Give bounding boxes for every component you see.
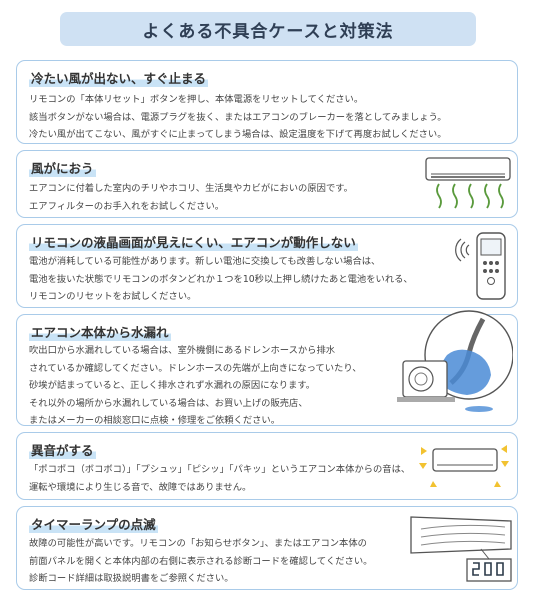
card-text-line: 運転や環境により生じる音で、故障ではありません。 xyxy=(29,481,252,493)
card-text-line: リモコンの「本体リセット」ボタンを押し、本体電源をリセットしてください。 xyxy=(29,94,364,105)
card-text-line: 故障の可能性が高いです。リモコンの「お知らせボタン」、またはエアコン本体の xyxy=(29,538,367,549)
card-noise: 異音がする 「ポコポコ（ボコボコ）」「プシュッ」「ピシッ」「パキッ」というエアコ… xyxy=(16,432,518,500)
card-body: エアコンに付着した室内のチリやホコリ、生活臭やカビがにおいの原因です。 エアフィ… xyxy=(29,180,353,215)
air-conditioner-smell-icon xyxy=(425,157,511,209)
card-text-line: 砂埃が詰まっていると、正しく排水されず水漏れの原因になります。 xyxy=(29,380,316,391)
card-heading: 風がにおう xyxy=(29,158,96,177)
card-text-line: 前面パネルを開くと本体内部の右側に表示される診断コードを確認してください。 xyxy=(29,555,373,567)
card-text-line: 電池が消耗している可能性があります。新しい電池に交換しても改善しない場合は、 xyxy=(29,256,381,267)
card-text-line: エアフィルターのお手入れをお試しください。 xyxy=(29,200,225,212)
card-heading: 異音がする xyxy=(29,440,96,459)
card-water-leak: エアコン本体から水漏れ 吹出口から水漏れしている場合は、室外機側にあるドレンホー… xyxy=(16,310,518,426)
card-heading: リモコンの液晶画面が見えにくい、エアコンが動作しない xyxy=(29,232,358,251)
card-heading: エアコン本体から水漏れ xyxy=(29,322,171,341)
diagnostic-code-icon xyxy=(410,516,512,582)
card-text-line: 「ポコポコ（ボコボコ）」「プシュッ」「ピシッ」「パキッ」というエアコン本体からの… xyxy=(29,464,411,475)
card-text-line: リモコンのリセットをお試しください。 xyxy=(29,291,197,302)
card-text-line: 吹出口から水漏れしている場合は、室外機側にあるドレンホースから排水 xyxy=(29,345,336,356)
card-body: 電池が消耗している可能性があります。新しい電池に交換しても改善しない場合は、 電… xyxy=(29,253,413,306)
air-conditioner-noise-icon xyxy=(419,445,509,487)
card-text-line: 該当ボタンがない場合は、電源プラグを抜く、またはエアコンのブレーカーを落としてみ… xyxy=(29,111,447,123)
water-leak-icon xyxy=(397,310,513,412)
card-text-line: それ以外の場所から水漏れしている場合は、お買い上げの販売店、 xyxy=(29,397,308,409)
card-text-line: 冷たい風が出てこない、風がすぐに止まってしまう場合は、設定温度を下げて再度お試し… xyxy=(29,129,447,140)
card-heading: 冷たい風が出ない、すぐ止まる xyxy=(29,68,209,87)
card-smell: 風がにおう エアコンに付着した室内のチリやホコリ、生活臭やカビがにおいの原因です… xyxy=(16,150,518,218)
page-title: よくある不具合ケースと対策法 xyxy=(60,12,476,46)
card-body: 吹出口から水漏れしている場合は、室外機側にあるドレンホースから排水 されているか… xyxy=(29,342,362,430)
card-body: 「ポコポコ（ボコボコ）」「プシュッ」「ピシッ」「パキッ」というエアコン本体からの… xyxy=(29,461,410,496)
card-cold-air: 冷たい風が出ない、すぐ止まる リモコンの「本体リセット」ボタンを押し、本体電源を… xyxy=(16,60,518,144)
card-text-line: 診断コード詳細は取扱説明書をご参照ください。 xyxy=(29,573,234,584)
remote-control-icon xyxy=(455,232,506,300)
card-remote-control: リモコンの液晶画面が見えにくい、エアコンが動作しない 電池が消耗している可能性が… xyxy=(16,224,518,308)
card-text-line: されているか確認してください。ドレンホースの先端が上向きになっていたり、 xyxy=(29,362,362,374)
card-timer-lamp: タイマーランプの点滅 故障の可能性が高いです。リモコンの「お知らせボタン」、また… xyxy=(16,506,518,590)
card-body: リモコンの「本体リセット」ボタンを押し、本体電源をリセットしてください。 該当ボ… xyxy=(29,91,447,144)
card-text-line: エアコンに付着した室内のチリやホコリ、生活臭やカビがにおいの原因です。 xyxy=(29,183,353,194)
card-heading: タイマーランプの点滅 xyxy=(29,514,158,533)
card-text-line: またはメーカーの相談窓口に点検・修理をご依頼ください。 xyxy=(29,415,281,426)
card-body: 故障の可能性が高いです。リモコンの「お知らせボタン」、またはエアコン本体の 前面… xyxy=(29,535,372,588)
card-text-line: 電池を抜いた状態でリモコンのボタンどれか１つを10秒以上押し続けたあと電池をいれ… xyxy=(29,273,413,285)
